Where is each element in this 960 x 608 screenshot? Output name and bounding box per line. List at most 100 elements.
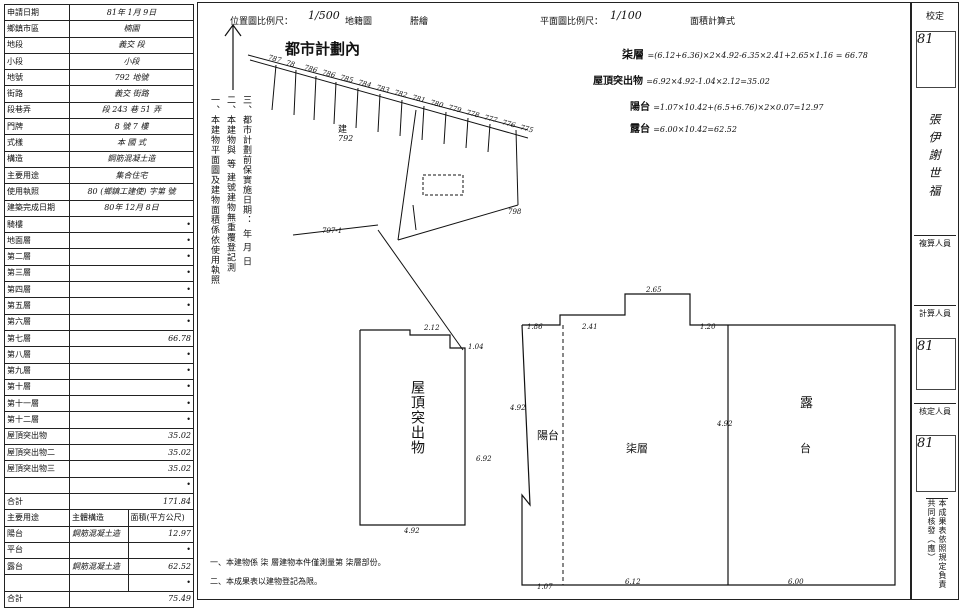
right-bottom-note: 本成果表依照規定負責共同核發（應） [926,498,948,597]
floor-value: • [69,297,194,315]
form-label: 街路 [4,85,70,103]
floor-label: 第二層 [4,248,70,266]
plan-scale-label: 平面圖比例尺： [540,17,604,27]
floor-value: 66.78 [69,329,194,348]
floor-label: 屋頂突出物三 [4,460,70,478]
formula-terrace-expr: =6.00×10.42=62.52 [653,125,737,134]
dim-plan-top: 2.65 [646,286,662,294]
form-value: 80 (鄉鎮工建使) 字第 號 [69,183,194,201]
formula-terrace: 露台 =6.00×10.42=62.52 [630,120,737,135]
stamp-1: 81 [916,31,956,88]
floor-row: 第九層• [4,362,194,380]
floor-value: • [69,346,194,364]
annex-use: 陽台 [4,525,70,543]
floor-value: • [69,378,194,397]
annex-area: 12.97 [127,525,195,543]
floor-row: 地面層• [4,232,194,250]
plan-scale-value: 1/100 [610,9,642,22]
dim-roof-bottom: 4.92 [404,527,420,535]
floor-row: 第四層• [4,281,194,299]
floor-value: • [69,281,194,299]
stamp-1-number: 81 [917,32,934,47]
floor-label: 第九層 [4,362,70,380]
annex-header-use: 主要用途 [4,509,70,527]
stamp-3-number: 81 [917,436,934,451]
annex-header-area: 面積(平方公尺) [127,509,195,527]
roof-outline [359,329,466,526]
floor-label: 第三層 [4,264,70,283]
floor-row: 第六層• [4,313,194,331]
form-row: 式樣本 國 式 [4,134,194,152]
annex-use: 露台 [4,558,70,576]
form-row: 段巷弄段 243 巷 51 弄 [4,101,194,120]
annex-header: 主要用途主體構造面積(平方公尺) [4,509,195,527]
form-label: 式樣 [4,134,70,152]
annex-use: 平台 [4,541,70,560]
formula-balcony: 陽台 =1.07×10.42+(6.5+6.76)×2×0.07=12.97 [630,98,823,113]
form-value: 集合住宅 [69,166,194,185]
floor-label: 第十一層 [4,395,70,413]
location-scale-value: 1/500 [308,9,340,22]
annex-structure [69,574,129,592]
room-roof: 屋頂突出物 [409,380,425,455]
floor-label: 第十二層 [4,411,70,429]
form-row: 鄉鎮市區楠園 [4,20,194,38]
dim-roof-side: 6.92 [476,455,492,463]
floor-label: 第十層 [4,378,70,397]
lot-lower2: 798 [508,208,522,216]
urban-plan-label: 都市計劃內 [285,40,361,58]
dim-plan-bottom-right: 6.00 [788,578,804,586]
form-row: 街路義交 街路 [4,85,194,103]
area-calc-label: 面積計算式 [690,17,736,27]
form-row: 小段小段 [4,52,194,71]
form-label: 地段 [4,36,70,54]
formula-roof-label: 屋頂突出物 [593,76,643,87]
floor-value: • [69,411,194,429]
lot-lower: 797-1 [322,227,343,235]
cadastral-label: 地籍圖 [345,17,373,27]
survey-label: 謄繪 [410,17,429,27]
floor-row: 第八層• [4,346,194,364]
parcel-label: 建 [338,125,348,135]
floor-value: • [69,395,194,413]
floor-label: 第八層 [4,346,70,364]
floor-row: 第五層• [4,297,194,315]
floor-label: 第五層 [4,297,70,315]
formula-balcony-label: 陽台 [630,102,650,113]
dim-plan-bottom-left: 6.12 [625,578,641,586]
floor-label: 第六層 [4,313,70,331]
floor-value: 35.02 [69,427,194,446]
parcel-number: 792 [338,134,354,143]
label-recalc: 複算人員 [914,235,956,249]
floor-row: 第十一層• [4,395,194,413]
floor-row: 第十層• [4,378,194,397]
form-value: 8 號 7 樓 [69,118,194,136]
floor-label: 騎樓 [4,215,70,234]
annex-total-value: 75.49 [69,590,194,608]
note-bottom-1: 一、本建物係 柒 層建物本件僅測量第 柒層部份。 [210,558,386,567]
form-value: 本 國 式 [69,134,194,152]
form-label: 門牌 [4,118,70,136]
floor-value: • [69,476,194,494]
form-value: 段 243 巷 51 弄 [69,101,194,120]
form-row: 構造鋼筋混凝土造 [4,150,194,168]
annex-structure: 鋼筋混凝土造 [69,525,129,543]
formula-roof: 屋頂突出物 =6.92×4.92-1.04×2.12=35.02 [593,72,770,87]
floor-value: • [69,248,194,266]
dim-plan-mid: 1.20 [700,323,716,331]
plan-outline [521,293,896,586]
location-map [224,23,528,351]
form-value: 義交 街路 [69,85,194,103]
form-label: 主要用途 [4,166,70,185]
formula-floor-expr: =(6.12+6.36)×2×4.92-6.35×2.41+2.65×1.16 … [647,51,868,60]
annex-row: • [4,574,195,592]
annex-row: 平台• [4,541,195,560]
right-column: 校定 81 張 伊 謝 世 福 複算人員 計算人員 81 核定人員 81 本成果… [911,2,959,600]
annex-structure: 鋼筋混凝土造 [69,558,129,576]
note-vertical-1: 一、本建物平面圖及建物面積係依使用執照 [209,95,219,285]
